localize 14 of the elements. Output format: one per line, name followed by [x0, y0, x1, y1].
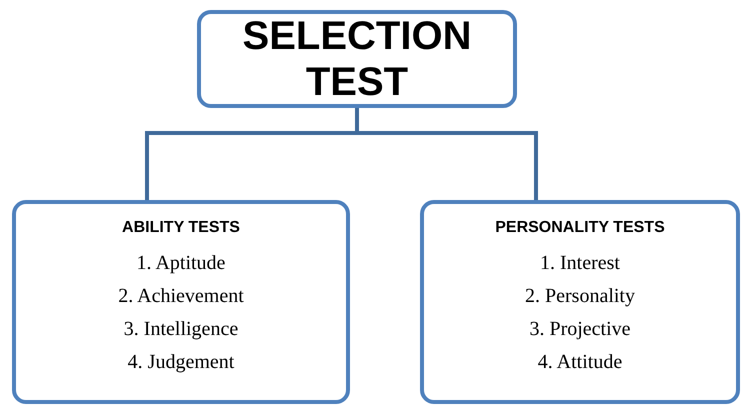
list-item: 3. Projective [529, 317, 631, 341]
list-item: 4. Judgement [128, 350, 234, 374]
list-item: 2. Achievement [118, 284, 244, 308]
category-heading: PERSONALITY TESTS [495, 218, 665, 238]
list-item: 1. Aptitude [136, 251, 226, 275]
list-item: 2. Personality [525, 284, 635, 308]
list-item: 4. Attitude [538, 350, 622, 374]
list-item: 1. Interest [540, 251, 620, 275]
title-text: SELECTION TEST [242, 13, 472, 105]
category-heading: ABILITY TESTS [122, 218, 240, 238]
category-box [12, 200, 350, 404]
category-box [420, 200, 740, 404]
title-box [197, 10, 517, 108]
list-item: 3. Intelligence [124, 317, 238, 341]
